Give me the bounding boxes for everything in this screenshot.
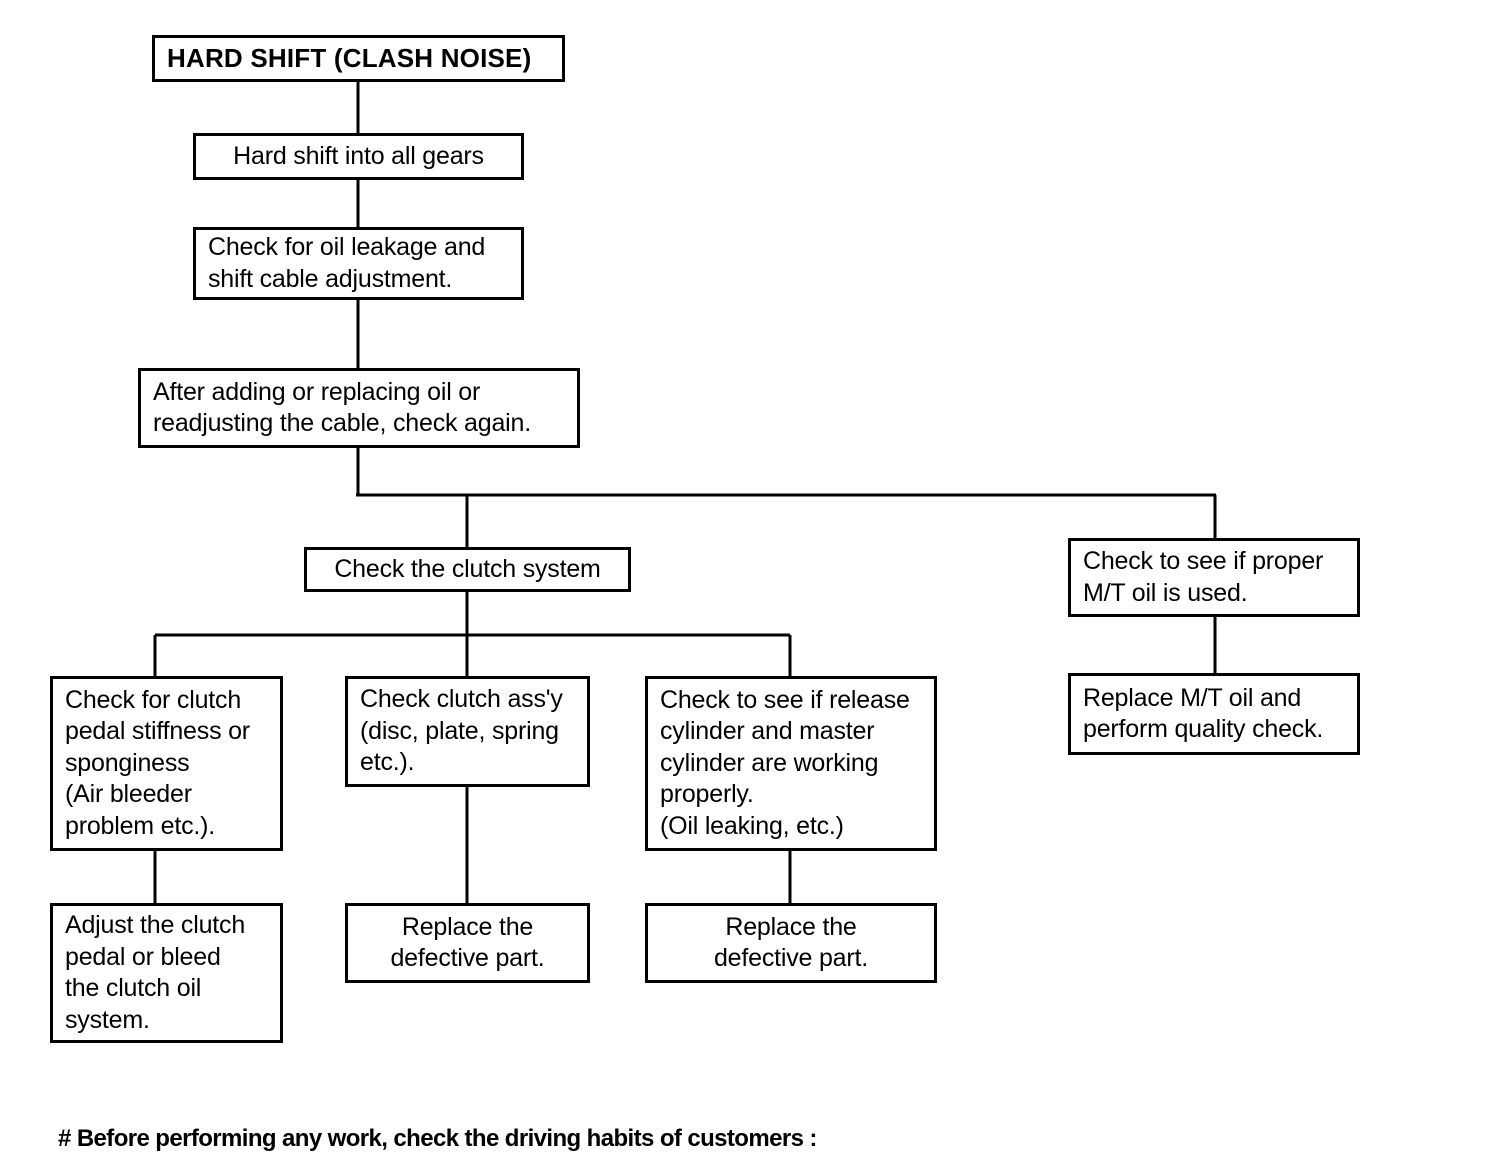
footer-line-1: # Before performing any work, check the … bbox=[58, 1125, 817, 1152]
node-pedal-check[interactable]: Check for clutch pedal stiffness or spon… bbox=[50, 676, 283, 851]
node-assembly-action[interactable]: Replace the defective part. bbox=[345, 903, 590, 983]
node-title[interactable]: HARD SHIFT (CLASH NOISE) bbox=[152, 35, 565, 82]
node-mt-oil-check[interactable]: Check to see if proper M/T oil is used. bbox=[1068, 538, 1360, 617]
node-cylinder-check[interactable]: Check to see if release cylinder and mas… bbox=[645, 676, 937, 851]
node-symptom[interactable]: Hard shift into all gears bbox=[193, 133, 524, 180]
node-initial-check[interactable]: Check for oil leakage and shift cable ad… bbox=[193, 227, 524, 300]
footer-note: # Before performing any work, check the … bbox=[58, 1085, 1458, 1160]
node-pedal-action[interactable]: Adjust the clutch pedal or bleed the clu… bbox=[50, 903, 283, 1043]
node-assembly-check[interactable]: Check clutch ass'y (disc, plate, spring … bbox=[345, 676, 590, 787]
node-clutch-system[interactable]: Check the clutch system bbox=[304, 547, 631, 592]
node-cylinder-action[interactable]: Replace the defective part. bbox=[645, 903, 937, 983]
node-recheck[interactable]: After adding or replacing oil or readjus… bbox=[138, 368, 580, 448]
node-mt-oil-action[interactable]: Replace M/T oil and perform quality chec… bbox=[1068, 673, 1360, 755]
